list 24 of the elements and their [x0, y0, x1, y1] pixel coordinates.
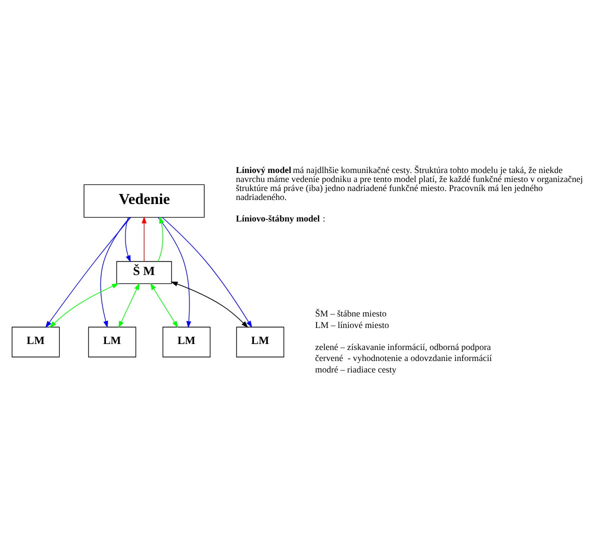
label: ŠM – štábne miesto — [315, 308, 386, 318]
arrow — [49, 282, 119, 328]
label: modré – riadiace cesty — [315, 364, 396, 374]
label: červené - vyhodnotenie a odovzdanie informácií — [315, 352, 492, 363]
arrow — [100, 216, 130, 328]
arrow — [158, 216, 192, 328]
label: zelené – získavanie informácií, odborná podpora — [315, 342, 491, 352]
node-box: LM — [88, 326, 136, 357]
node-box: LM — [12, 326, 60, 357]
node-box: LM — [162, 326, 210, 357]
label: Líniovo-štábny model: — [236, 212, 326, 223]
label: LM – líniové miesto — [315, 319, 389, 330]
node-box: LM — [236, 326, 284, 357]
label: Líniový model má najdlhšie komunikačné cesty. Štruktúra tohto modelu je taká, že niekde navrchu máme vedenie podniku a pre tento model platí, že každé funkčné miesto v organizačnej štruktúre má práve (iba) jedno nadriadené funkčné miesto. Pracovník má len jedného nadriadeného. — [236, 164, 583, 202]
arrow — [170, 281, 248, 328]
arrow — [158, 216, 164, 262]
arrow — [118, 282, 140, 328]
arrow — [125, 216, 131, 262]
node-box: Š M — [116, 260, 172, 284]
arrow — [162, 216, 252, 328]
node-box: Vedenie — [84, 184, 205, 218]
arrow — [150, 282, 178, 328]
arrow — [45, 216, 132, 328]
arrow — [142, 216, 147, 262]
